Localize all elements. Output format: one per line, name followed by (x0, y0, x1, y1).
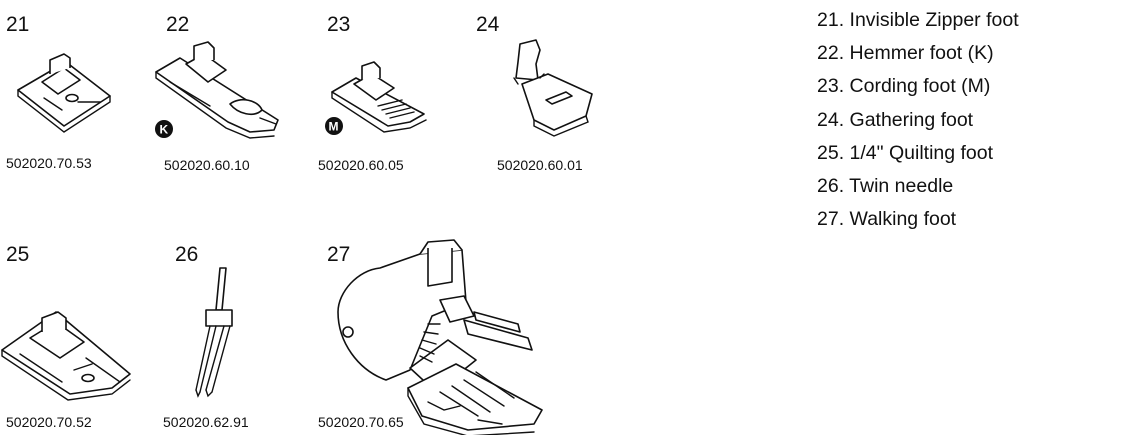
twin-needle-illustration (195, 267, 233, 398)
item-23-part-number: 502020.60.05 (318, 157, 404, 173)
item-23-number: 23 (327, 13, 351, 36)
legend-item-26: 26. Twin needle (817, 175, 954, 198)
cording-foot-illustration: M (325, 61, 427, 135)
invisible-zipper-foot-illustration (17, 53, 111, 133)
svg-text:K: K (160, 123, 169, 137)
walking-foot-illustration (337, 239, 543, 435)
item-25-number: 25 (6, 243, 30, 266)
item-24-number: 24 (476, 13, 500, 36)
item-26-part-number: 502020.62.91 (163, 414, 249, 430)
item-26-number: 26 (175, 243, 199, 266)
legend-item-24: 24. Gathering foot (817, 108, 974, 131)
legend-item-21: 21. Invisible Zipper foot (817, 9, 1019, 31)
quarter-inch-quilting-foot-illustration (1, 311, 131, 401)
item-21-part-number: 502020.70.53 (6, 155, 92, 171)
legend-item-25: 25. 1/4" Quilting foot (817, 141, 994, 164)
legend-item-27: 27. Walking foot (817, 208, 957, 231)
item-22-part-number: 502020.60.10 (164, 157, 250, 173)
item-22-number: 22 (166, 13, 190, 36)
item-21-number: 21 (6, 13, 30, 36)
legend-item-22: 22. Hemmer foot (K) (817, 42, 994, 65)
item-24-part-number: 502020.60.01 (497, 157, 583, 173)
item-27-part-number: 502020.70.65 (318, 414, 404, 430)
hemmer-foot-illustration: K (155, 41, 279, 139)
svg-text:M: M (329, 120, 339, 134)
gathering-foot-illustration (513, 39, 593, 137)
legend-item-23: 23. Cording foot (M) (817, 75, 991, 98)
item-27-number: 27 (327, 243, 351, 266)
accessory-legend: 21. Invisible Zipper foot 22. Hemmer foo… (817, 4, 1019, 236)
item-25-part-number: 502020.70.52 (6, 414, 92, 430)
